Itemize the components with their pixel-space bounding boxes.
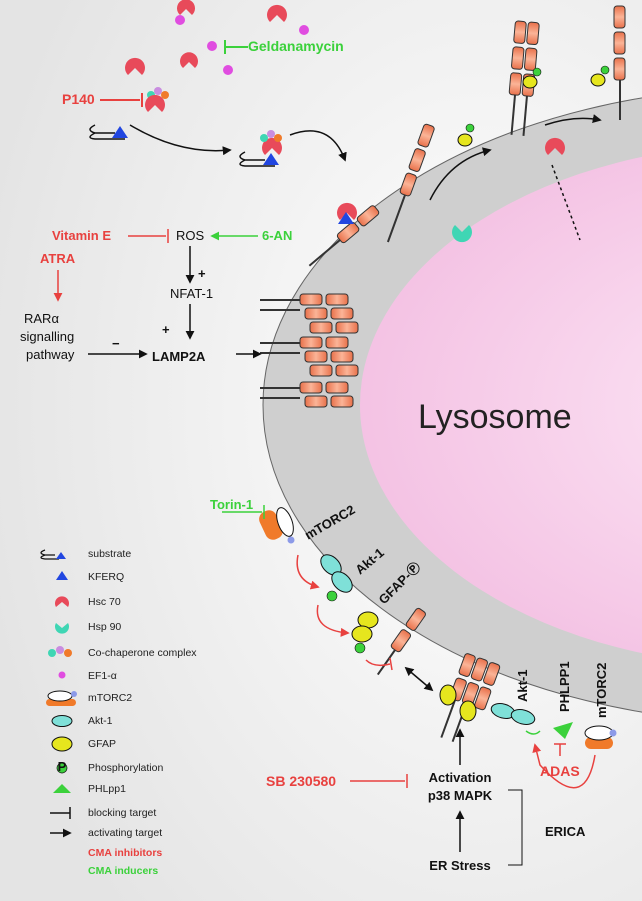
legend: P bbox=[40, 549, 77, 838]
phlpp1-icon bbox=[53, 784, 71, 793]
legend-label: mTORC2 bbox=[88, 692, 132, 704]
p38-mapk-label: p38 MAPK bbox=[428, 788, 493, 803]
vitamin-e-label: Vitamin E bbox=[52, 228, 111, 243]
legend-label: substrate bbox=[88, 548, 131, 560]
phlpp1-label: PHLPP1 bbox=[557, 661, 572, 712]
minus-sign: − bbox=[112, 336, 120, 351]
akt1-right-label: Akt-1 bbox=[515, 669, 530, 702]
lysosome-lumen bbox=[360, 156, 642, 654]
nfat1-label: NFAT-1 bbox=[170, 286, 213, 301]
geldanamycin-label: Geldanamycin bbox=[248, 38, 344, 54]
legend-cma-inhibitors: CMA inhibitors bbox=[88, 847, 162, 859]
mtorc2-icon bbox=[71, 691, 77, 697]
hsc70-icon bbox=[267, 4, 287, 22]
legend-label: Phosphorylation bbox=[88, 762, 163, 774]
hsp90-icon bbox=[55, 623, 69, 634]
plus-sign: + bbox=[198, 266, 206, 281]
legend-label: KFERQ bbox=[88, 571, 124, 583]
adas-label: ADAS bbox=[540, 763, 580, 779]
legend-cma-inducers: CMA inducers bbox=[88, 865, 158, 877]
lamp2a-monomer bbox=[613, 5, 626, 120]
p140-label: P140 bbox=[62, 91, 95, 107]
ef1a-icon bbox=[207, 41, 217, 51]
legend-labels: substrate KFERQ Hsc 70 Hsp 90 Co-chapero… bbox=[88, 548, 197, 877]
legend-label: PHLpp1 bbox=[88, 783, 126, 795]
erica-label: ERICA bbox=[545, 824, 586, 839]
legend-label: activating target bbox=[88, 827, 162, 839]
kferq-icon bbox=[56, 571, 68, 580]
legend-label: Hsp 90 bbox=[88, 621, 121, 633]
ef1a-icon bbox=[299, 25, 309, 35]
er-stress-label: ER Stress bbox=[429, 858, 490, 873]
legend-label: EF1-α bbox=[88, 670, 117, 682]
lamp2a-cluster bbox=[260, 381, 354, 408]
phosphorylation-icon bbox=[56, 762, 68, 774]
lamp2a-cluster bbox=[260, 293, 359, 334]
mtorc2-akt-gfap-cascade bbox=[222, 505, 617, 789]
hsc70-icon bbox=[124, 57, 145, 75]
chaperone-pathway bbox=[89, 0, 610, 243]
lysosome-label: Lysosome bbox=[418, 398, 572, 436]
legend-label: Co-chaperone complex bbox=[88, 647, 197, 659]
ef1a-icon bbox=[223, 65, 233, 75]
erica-bracket bbox=[508, 789, 523, 866]
hsc70-icon bbox=[177, 0, 195, 15]
6-an-label: 6-AN bbox=[262, 228, 292, 243]
lamp2a-multimers bbox=[260, 5, 626, 743]
lamp2a-monomer bbox=[376, 607, 426, 676]
rar-line3: pathway bbox=[26, 347, 75, 362]
lamp2a-label: LAMP2A bbox=[152, 349, 206, 364]
rar-line2: signalling bbox=[20, 329, 74, 344]
lamp2a-monomer bbox=[308, 205, 380, 267]
legend-label: Hsc 70 bbox=[88, 596, 121, 608]
lamp2a-multimer-top bbox=[508, 20, 540, 136]
legend-label: Akt-1 bbox=[88, 715, 113, 727]
gfap-icon bbox=[51, 736, 73, 752]
hsp90-icon bbox=[452, 225, 472, 243]
lamp2a-cluster bbox=[260, 336, 359, 377]
torin-1-label: Torin-1 bbox=[210, 497, 253, 512]
substrate-icon bbox=[89, 124, 125, 140]
substrate-icon bbox=[40, 549, 59, 560]
ef1a-icon bbox=[58, 671, 66, 679]
mtorc2-right-label: mTORC2 bbox=[594, 663, 609, 718]
co-chaperone-icon bbox=[64, 649, 72, 657]
legend-label: GFAP bbox=[88, 738, 116, 750]
ros-label: ROS bbox=[176, 228, 205, 243]
atra-label: ATRA bbox=[40, 251, 76, 266]
ef1a-icon bbox=[175, 15, 185, 25]
hsc70-icon bbox=[180, 52, 198, 68]
akt1-icon bbox=[51, 715, 73, 727]
activation-label: Activation bbox=[429, 770, 492, 785]
rar-line1: RARα bbox=[24, 311, 59, 326]
legend-label: blocking target bbox=[88, 807, 156, 819]
legend-label: P bbox=[58, 759, 67, 774]
plus-sign: + bbox=[162, 322, 170, 337]
sb230580-label: SB 230580 bbox=[266, 773, 336, 789]
lamp2a-monomer bbox=[386, 123, 435, 243]
hsc70-icon bbox=[55, 596, 69, 607]
kferq-icon bbox=[112, 126, 128, 138]
